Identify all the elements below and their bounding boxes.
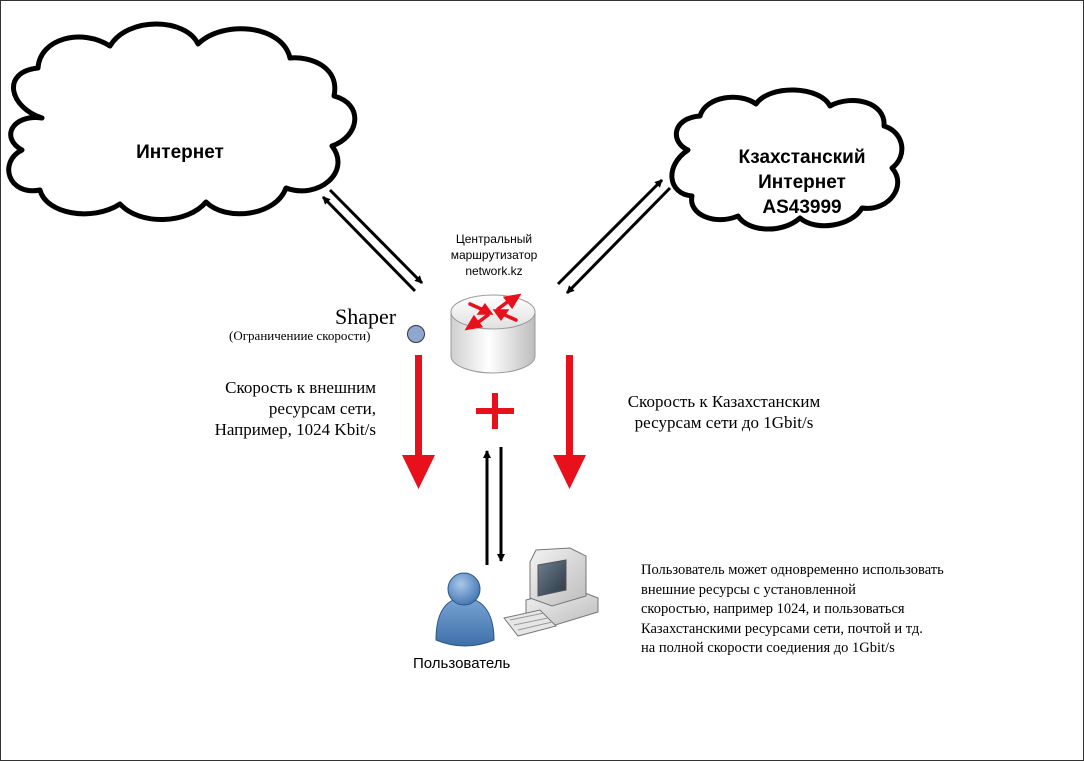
- kz-speed-line-1: Скорость к Казахстанским: [627, 392, 821, 411]
- shaper-subtitle: (Ограничениие скорости): [229, 328, 371, 343]
- router-icon: [450, 293, 536, 374]
- kz-cloud-line-3: AS43999: [762, 197, 842, 218]
- shaper-dot: [407, 325, 425, 343]
- kz-cloud-line-2: Интернет: [758, 172, 846, 193]
- internet-cloud-label: Интернет: [136, 142, 224, 163]
- external-speed-label: Скорость к внешним ресурсам сети, Наприм…: [180, 377, 376, 440]
- desc-line-3: скоростью, например 1024, и пользоваться: [641, 601, 905, 617]
- user-router-link: [483, 447, 505, 565]
- external-speed-line-2: ресурсам сети,: [268, 399, 376, 418]
- desc-line-5: на полной скорости соедиения до 1Gbit/s: [641, 640, 895, 656]
- kz-cloud-label: Кзахстанский Интернет AS43999: [712, 145, 892, 220]
- shaper-title: Shaper: [335, 304, 397, 329]
- kz-speed-label: Скорость к Казахстанским ресурсам сети д…: [608, 391, 840, 433]
- router-kz-link: [556, 178, 672, 295]
- external-speed-arrow: [402, 355, 435, 489]
- internet-router-link: [321, 188, 424, 293]
- desc-line-2: внешние ресурсы с установленной: [641, 581, 856, 598]
- external-speed-line-1: Скорость к внешним: [225, 378, 376, 397]
- desc-line-1: Пользователь может одновременно использо…: [641, 562, 944, 578]
- router-line-3: network.kz: [465, 264, 523, 278]
- plus-icon: [476, 393, 514, 429]
- kz-cloud-line-1: Кзахстанский: [738, 147, 866, 168]
- computer-icon: [503, 547, 599, 637]
- router-label: Центральный маршрутизатор network.kz: [434, 231, 554, 279]
- kz-internet-cloud: [669, 87, 905, 232]
- router-line-2: маршрутизатор: [450, 248, 538, 262]
- user-description: Пользователь может одновременно использо…: [641, 561, 944, 659]
- external-speed-line-3: Например, 1024 Kbit/s: [214, 420, 376, 439]
- desc-line-4: Казахстанскими ресурсами сети, почтой и …: [641, 620, 923, 637]
- internet-cloud: [6, 21, 358, 222]
- kz-speed-line-2: ресурсам сети до 1Gbit/s: [634, 413, 814, 432]
- router-line-1: Центральный: [455, 232, 533, 246]
- kz-speed-arrow: [553, 355, 586, 489]
- user-label: Пользователь: [413, 655, 511, 672]
- user-person-icon: [435, 572, 495, 647]
